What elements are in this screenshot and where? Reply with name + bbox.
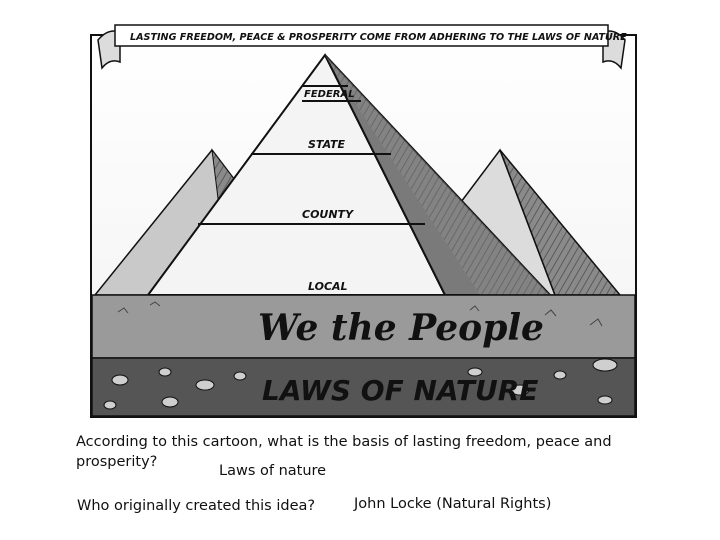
foundation-text: We the People	[258, 307, 544, 349]
bedrock-text: LAWS OF NATURE	[262, 374, 538, 407]
pyramid-level-federal: FEDERAL	[304, 89, 355, 100]
question-2: Who originally created this idea?	[77, 498, 316, 514]
banner-text: LASTING FREEDOM, PEACE & PROSPERITY COME…	[130, 32, 627, 43]
pyramid-level-county: COUNTY	[302, 208, 354, 221]
answer-1: Laws of nature	[219, 463, 327, 479]
pyramid-level-local: LOCAL	[308, 280, 348, 293]
question-1: According to this cartoon, what is the b…	[76, 434, 612, 470]
banner-scroll	[97, 24, 626, 70]
bedrock-stones	[103, 358, 618, 410]
bedrock-band	[91, 357, 636, 417]
pyramid-level-state: STATE	[308, 138, 346, 151]
answer-2: John Locke (Natural Rights)	[354, 496, 552, 512]
cartoon-illustration: FEDERAL STATE COUNTY LOCAL We the People…	[90, 24, 637, 418]
main-pyramid	[146, 53, 553, 296]
